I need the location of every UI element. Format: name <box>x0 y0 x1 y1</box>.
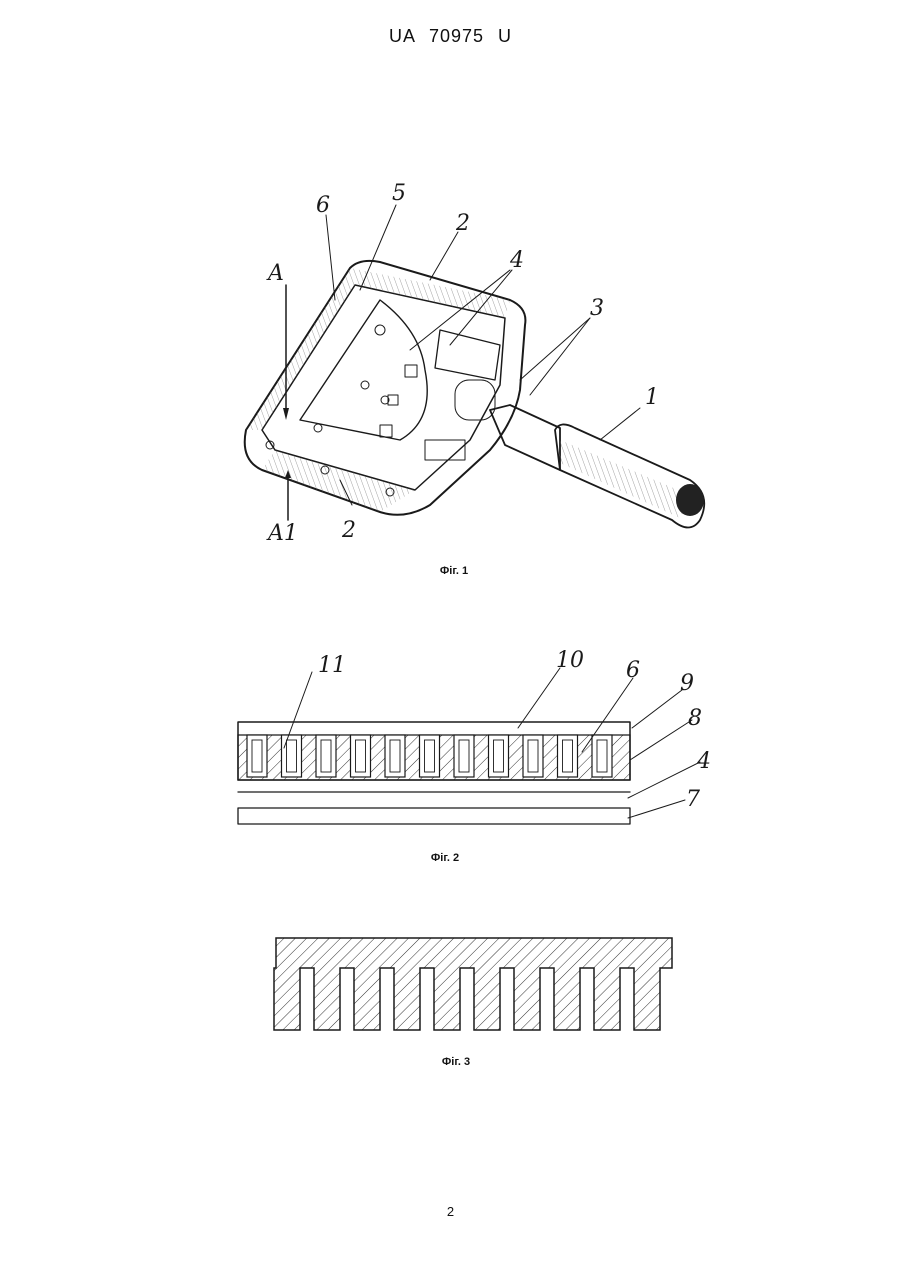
fig2-label-7: 7 <box>686 787 700 812</box>
figure-2-drawing: 11 10 6 9 8 4 7 <box>238 648 711 824</box>
fig2-label-6: 6 <box>626 658 640 683</box>
fig2-label-11: 11 <box>318 653 346 678</box>
fig2-label-4: 4 <box>696 749 711 774</box>
fig2-label-9: 9 <box>680 671 694 696</box>
fig2-label-10: 10 <box>556 648 584 673</box>
fig1-label-5: 5 <box>392 181 406 206</box>
figure-3-drawing <box>274 938 672 1030</box>
page-number: 2 <box>0 1204 901 1219</box>
fig1-label-a: A <box>266 261 284 286</box>
figure-2-caption: Фіг. 2 <box>405 852 485 864</box>
fig1-label-2-top: 2 <box>455 211 470 236</box>
fig1-label-1: 1 <box>645 385 659 410</box>
fig1-label-2-bottom: 2 <box>341 518 356 543</box>
fig1-label-a1: A1 <box>266 521 298 546</box>
fig1-label-4: 4 <box>509 248 524 273</box>
fig2-label-8: 8 <box>688 706 702 731</box>
figure-3-caption: Фіг. 3 <box>416 1056 496 1068</box>
figure-1-caption: Фіг. 1 <box>414 565 494 577</box>
fig1-label-3: 3 <box>590 296 604 321</box>
fig1-label-6: 6 <box>316 193 330 218</box>
